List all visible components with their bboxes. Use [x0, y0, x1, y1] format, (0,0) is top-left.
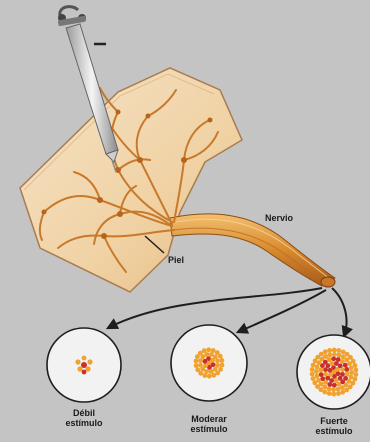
moderate-stimulus-label: Moderar estímulo	[174, 414, 244, 434]
response-dot-72	[323, 349, 328, 354]
response-dot-28	[202, 348, 207, 353]
response-dot-32	[218, 354, 223, 359]
response-dot-34	[345, 372, 350, 377]
response-dot-20	[332, 383, 337, 388]
response-dot-74	[332, 348, 337, 353]
weak-stimulus-line-1: Débil	[73, 408, 95, 418]
strong-stimulus-line-1: Fuerte	[320, 416, 348, 426]
response-dot-21	[202, 373, 207, 378]
response-dot-79	[351, 359, 356, 364]
response-dot-66	[310, 372, 315, 377]
response-dot-49	[332, 352, 337, 357]
skin-label: Piel	[168, 255, 184, 265]
response-dot-34	[220, 363, 225, 368]
response-dot-48	[328, 353, 333, 358]
response-dot-25	[319, 368, 324, 373]
response-dot-29	[206, 347, 211, 352]
response-dot-75	[336, 348, 341, 353]
response-dot-21	[327, 382, 332, 387]
weak-stimulus-line-2: estímulo	[65, 418, 102, 428]
response-dot-67	[310, 367, 315, 372]
response-dot-23	[320, 376, 325, 381]
nerve-bundle	[170, 214, 335, 287]
moderate-stimulus-line-1: Moderar	[191, 414, 227, 424]
response-dot-17	[215, 358, 220, 363]
moderate-stimulus-line-2: estímulo	[190, 424, 227, 434]
response-dot-64	[312, 380, 317, 385]
response-dot-33	[345, 367, 350, 372]
response-dot-11	[198, 363, 203, 368]
response-dot-24	[319, 372, 324, 377]
response-dot-33	[220, 358, 225, 363]
response-dot-30	[336, 357, 341, 362]
response-dot-71	[319, 352, 324, 357]
response-dot-24	[194, 363, 199, 368]
response-dot-55	[349, 370, 354, 375]
response-dot-47	[323, 354, 328, 359]
skin-patch	[20, 68, 242, 292]
response-dot-25	[194, 359, 199, 364]
response-dot-81	[354, 368, 359, 373]
response-dot-60	[336, 387, 341, 392]
response-dot-37	[331, 387, 336, 392]
strong-stimulus-label: Fuerte estímulo	[300, 416, 368, 436]
response-dot-50	[337, 353, 342, 358]
response-dot-89	[331, 392, 336, 397]
response-dot-80	[353, 363, 358, 368]
response-dot-88	[336, 391, 341, 396]
response-dot-86	[344, 388, 349, 393]
strong-stimulus-line-2: estímulo	[315, 426, 352, 436]
response-dot-30	[211, 348, 216, 353]
weak-stimulus-label: Débil estímulo	[52, 408, 116, 428]
response-dot-18	[340, 372, 345, 377]
response-dot-68	[311, 363, 316, 368]
response-dot-82	[354, 372, 359, 377]
response-dot-87	[340, 390, 345, 395]
moderate-stimulus-circle	[171, 325, 247, 401]
response-dot-38	[327, 387, 332, 392]
response-dot-59	[340, 385, 345, 390]
response-dot-28	[327, 357, 332, 362]
response-dot-32	[343, 363, 348, 368]
nerve-label: Nervio	[265, 213, 293, 223]
response-dot-20	[207, 374, 212, 379]
response-dot-90	[327, 391, 332, 396]
weak-stimulus-circle	[47, 328, 121, 402]
response-dot-11	[323, 372, 328, 377]
response-dot-23	[195, 367, 200, 372]
response-dot-18	[215, 363, 220, 368]
strong-stimulus-circle	[297, 335, 370, 409]
response-dot-43	[314, 369, 319, 374]
response-dot-17	[340, 367, 345, 372]
response-dot-29	[331, 356, 336, 361]
response-dot-83	[353, 377, 358, 382]
response-dot-36	[215, 371, 220, 376]
response-dot-73	[327, 348, 332, 353]
response-dot-65	[311, 376, 316, 381]
